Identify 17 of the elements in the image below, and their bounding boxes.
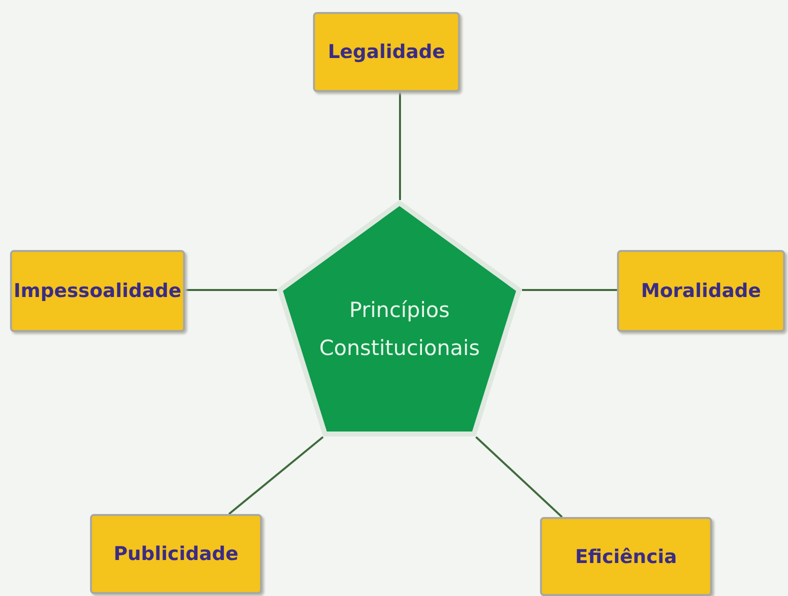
center-label: Princípios Constitucionais [318,296,481,362]
principle-box [540,517,712,596]
connector-line [185,289,277,291]
connector-line [475,436,563,518]
principle-label: Legalidade [328,41,446,63]
pentagon-shape [277,200,522,437]
principle-box [10,250,185,332]
connector-line [522,289,617,291]
principle-box [313,12,460,92]
principle-label: Moralidade [640,280,762,302]
principle-label: Impessoalidade [14,280,182,302]
principle-label: Publicidade [114,543,238,565]
principle-box [617,250,785,332]
principle-box [90,514,262,594]
connector-line [399,92,401,200]
principle-label: Eficiência [575,546,677,568]
connector-line [228,436,324,515]
